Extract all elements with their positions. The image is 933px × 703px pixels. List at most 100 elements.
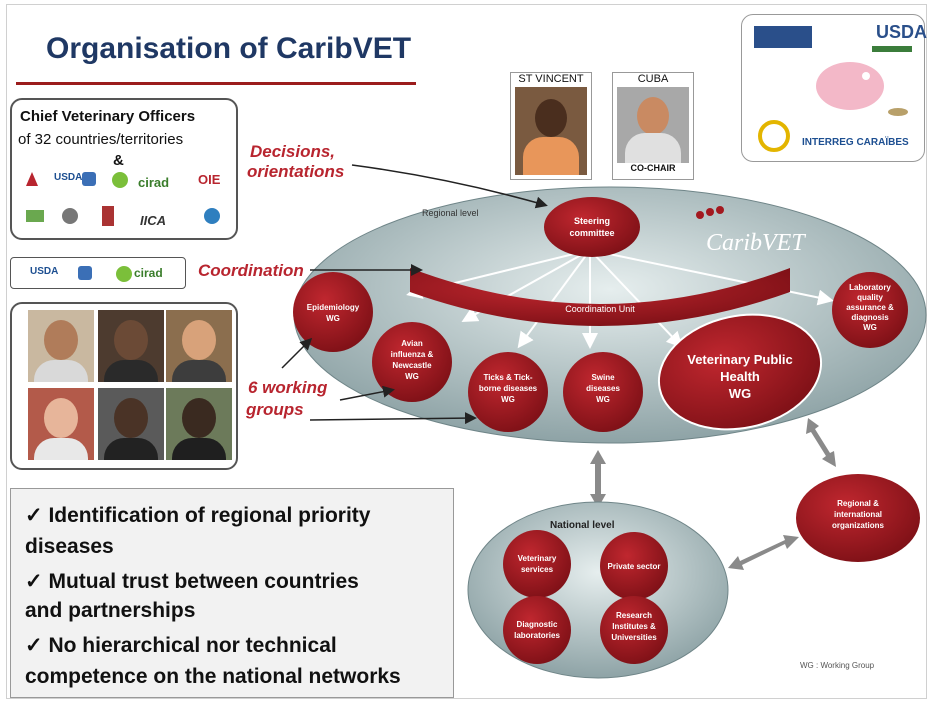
portrait-photo	[28, 388, 94, 460]
node-text: Regional &	[837, 499, 879, 508]
portrait-photo	[515, 87, 587, 175]
caribvet-logo-text: CaribVET	[706, 230, 806, 256]
portrait-label: ST VINCENT	[518, 73, 584, 85]
node-text: Institutes &	[612, 622, 656, 631]
portrait-cuba: CUBA CO-CHAIR	[612, 72, 694, 180]
svg-text:organizations: organizations	[832, 521, 885, 530]
svg-text:diseases: diseases	[586, 384, 620, 393]
svg-text:WG: WG	[501, 395, 515, 404]
svg-text:Diagnostic: Diagnostic	[517, 620, 558, 629]
avian-influenza-wg-node	[372, 322, 452, 402]
node-text: WG	[501, 395, 515, 404]
regional-international-node	[796, 474, 920, 562]
svg-text:Swine: Swine	[591, 373, 615, 382]
svg-text:Veterinary: Veterinary	[518, 554, 557, 563]
diagnostic-laboratories-node	[503, 596, 571, 664]
coordination-unit-arc	[410, 268, 790, 326]
key-point-1: ✓ Identification of regional priority	[25, 503, 370, 528]
cvo-box	[10, 98, 238, 240]
node-text: Steering	[574, 216, 610, 226]
node-text: Private sector	[608, 562, 661, 571]
node-text: assurance &	[846, 303, 894, 312]
orientations-label: orientations	[247, 162, 345, 181]
svg-text:Universities: Universities	[611, 633, 657, 642]
node-text: Veterinary Public	[687, 352, 793, 367]
node-text: Newcastle	[392, 361, 432, 370]
node-text: borne diseases	[479, 384, 538, 393]
node-text: WG	[863, 323, 877, 332]
svg-text:WG: WG	[729, 386, 751, 401]
key-points-box: ✓ Identification of regional priority di…	[10, 488, 454, 698]
veterinary-public-health-wg-node	[657, 313, 823, 431]
usda-logo-small: USDA	[30, 266, 59, 277]
check-icon: ✓	[25, 570, 43, 593]
label-arrows	[281, 164, 548, 425]
iica-logo: IICA	[140, 213, 166, 228]
svg-text:committee: committee	[569, 228, 614, 238]
oie-logo: OIE	[198, 172, 221, 187]
svg-text:Steering: Steering	[574, 216, 610, 226]
node-text: Health	[720, 369, 760, 384]
swine-diseases-wg-node	[563, 352, 643, 432]
node-text: services	[521, 565, 554, 574]
node-text: Epidemiology	[307, 303, 360, 312]
cvo-ampersand: &	[113, 152, 124, 169]
coordination-logo-icons	[76, 262, 136, 291]
node-text: Swine	[591, 373, 615, 382]
node-text: diagnosis	[851, 313, 889, 322]
svg-text:Research: Research	[616, 611, 652, 620]
caribvet-logo: CaribVET	[696, 206, 806, 256]
key-point-2-cont: and partnerships	[25, 599, 196, 622]
node-text: international	[834, 510, 882, 519]
node-text: Universities	[611, 633, 657, 642]
slide-frame	[6, 4, 927, 699]
working-groups-label-1: 6 working	[248, 378, 328, 397]
interreg-logo: INTERREG CARAÏBES	[802, 137, 909, 148]
node-text: diseases	[586, 384, 620, 393]
node-text: WG	[326, 314, 340, 323]
key-point-text: Identification of regional priority	[48, 504, 371, 527]
coordination-unit-label: Coordination Unit	[565, 304, 635, 314]
key-point-2: ✓ Mutual trust between countries	[25, 569, 359, 594]
key-point-text: Mutual trust between countries	[48, 570, 359, 593]
node-text: committee	[569, 228, 614, 238]
usda-logo: USDA	[54, 172, 83, 183]
node-text: Ticks & Tick-	[483, 373, 532, 382]
node-text: Diagnostic	[517, 620, 558, 629]
cirad-logo: cirad	[138, 175, 170, 190]
node-text: organizations	[832, 521, 885, 530]
svg-text:Epidemiology: Epidemiology	[307, 303, 360, 312]
coordination-label: Coordination	[198, 261, 304, 280]
svg-text:WG: WG	[405, 372, 419, 381]
portrait-st-vincent: ST VINCENT	[510, 72, 592, 180]
national-level-label: National level	[550, 520, 615, 531]
cvo-subtitle: of 32 countries/territories	[18, 131, 184, 148]
svg-text:assurance &: assurance &	[846, 303, 894, 312]
svg-text:Newcastle: Newcastle	[392, 361, 432, 370]
cvo-title: Chief Veterinary Officers	[20, 108, 196, 125]
svg-text:influenza &: influenza &	[391, 350, 434, 359]
key-point-1-cont: diseases	[25, 535, 114, 558]
cvo-logo-icons	[22, 168, 232, 239]
research-institutes-node	[600, 596, 668, 664]
svg-text:services: services	[521, 565, 554, 574]
svg-text:Private sector: Private sector	[608, 562, 661, 571]
node-text: Veterinary	[518, 554, 557, 563]
epidemiology-wg-node	[293, 272, 373, 352]
regional-level-label: Regional level	[422, 208, 479, 218]
check-icon: ✓	[25, 504, 43, 527]
node-text: WG	[405, 372, 419, 381]
portrait-photo	[617, 87, 689, 163]
working-groups-label-2: groups	[246, 400, 304, 419]
svg-text:WG: WG	[596, 395, 610, 404]
coordination-logos-box	[10, 257, 186, 289]
node-text: quality	[857, 293, 883, 302]
svg-text:Institutes &: Institutes &	[612, 622, 656, 631]
svg-text:quality: quality	[857, 293, 883, 302]
key-point-3: ✓ No hierarchical nor technical	[25, 633, 337, 658]
node-text: Laboratory	[849, 283, 891, 292]
node-text: laboratories	[514, 631, 560, 640]
svg-text:Veterinary Public: Veterinary Public	[687, 352, 793, 367]
node-text: influenza &	[391, 350, 434, 359]
